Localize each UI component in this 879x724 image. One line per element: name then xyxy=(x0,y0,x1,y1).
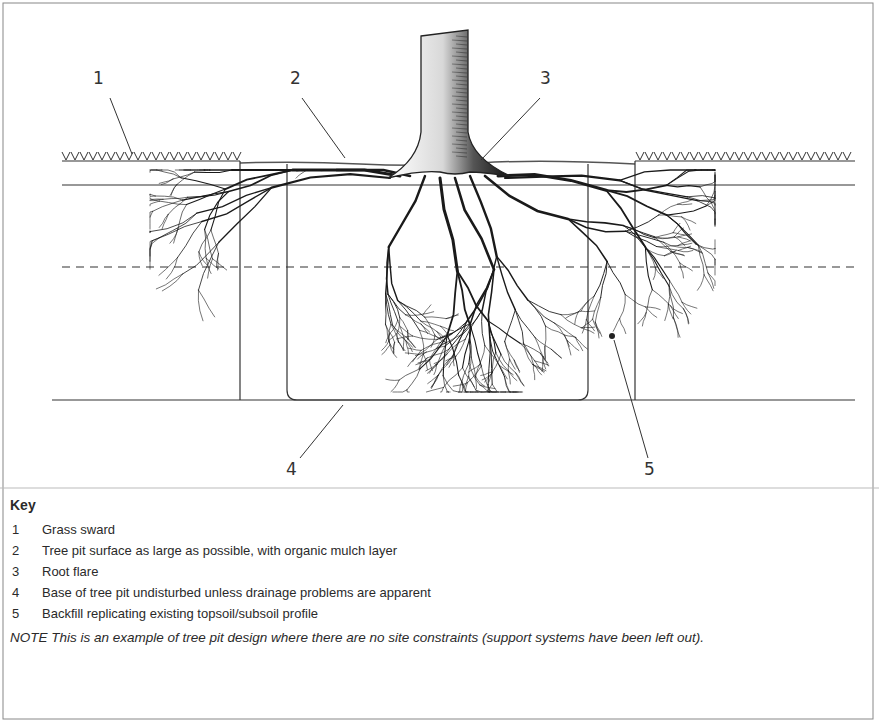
key-number: 2 xyxy=(12,543,19,559)
frame xyxy=(3,3,873,719)
key-text: Backfill replicating existing topsoil/su… xyxy=(42,606,318,622)
leader-lines xyxy=(110,98,648,458)
callout-number: 3 xyxy=(540,70,551,86)
backfill-marker xyxy=(609,333,615,339)
callout-number: 1 xyxy=(93,70,104,86)
grass-surface xyxy=(635,160,855,161)
key-text: Grass sward xyxy=(42,522,115,538)
key-number: 5 xyxy=(12,606,19,622)
root-system xyxy=(150,170,715,392)
key-number: 4 xyxy=(12,585,19,601)
key-text: Root flare xyxy=(42,564,98,580)
key-number: 3 xyxy=(12,564,19,580)
key-text: Tree pit surface as large as possible, w… xyxy=(42,543,397,559)
key-rule xyxy=(0,488,879,489)
note-text: NOTE This is an example of tree pit desi… xyxy=(10,628,850,648)
tree-trunk xyxy=(388,30,510,178)
root-ball-outline xyxy=(287,164,588,400)
topsoil-subsoil-boundary xyxy=(62,266,855,267)
bark-shading xyxy=(452,36,467,157)
pit-wall xyxy=(239,161,240,400)
key-number: 1 xyxy=(12,522,19,538)
grass-surface xyxy=(62,160,240,161)
key-text: Base of tree pit undisturbed unless drai… xyxy=(42,585,431,601)
key-heading: Key xyxy=(10,497,36,513)
callout-number: 5 xyxy=(644,461,655,477)
callout-number: 2 xyxy=(290,70,301,86)
pit-wall xyxy=(634,161,635,400)
callout-number: 4 xyxy=(286,461,297,477)
